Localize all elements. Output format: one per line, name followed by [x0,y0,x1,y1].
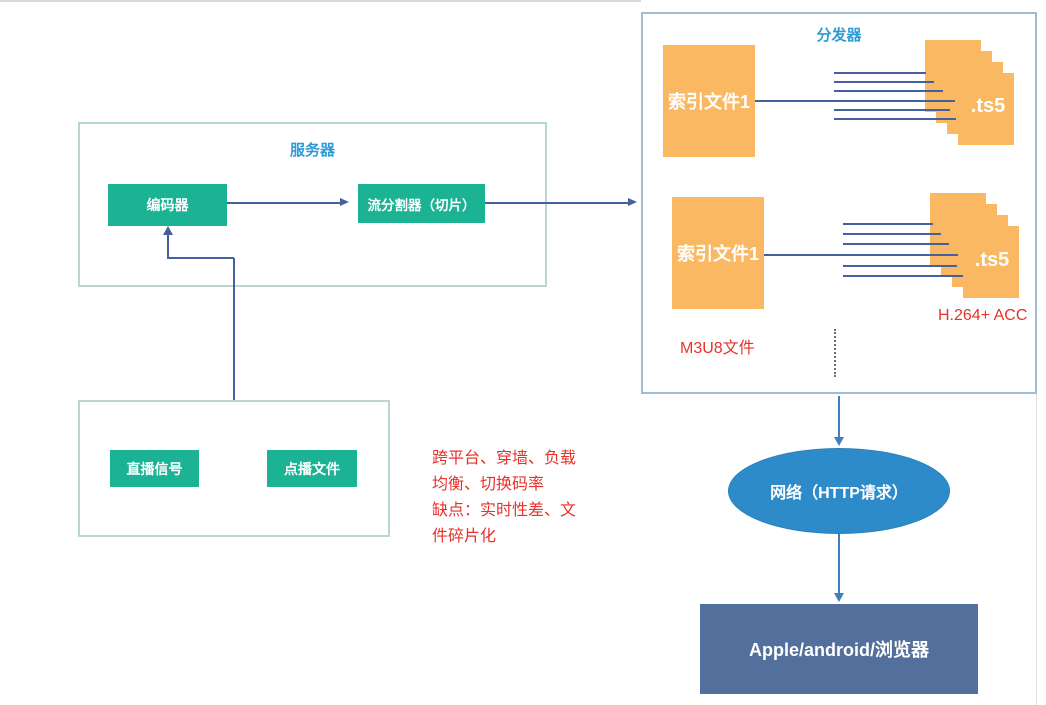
vod-file-node: 点播文件 [267,450,357,487]
notes-annotation: 跨平台、穿墙、负载 均衡、切换码率 缺点：实时性差、文 件碎片化 [432,446,607,550]
notes-line-2: 均衡、切换码率 [432,476,545,493]
arrow-network-to-client-head [834,593,844,602]
live-signal-node: 直播信号 [110,450,199,487]
splitter-label: 流分割器（切片） [367,197,476,213]
segment-line [834,72,926,74]
arrow-encoder-to-splitter-line [227,202,341,204]
codec-label: H.264+ ACC [938,307,1028,324]
arrow-source-to-encoder-vseg [233,258,235,400]
client-node: Apple/android/浏览器 [700,604,978,694]
ts-stack-label-1: .ts5 [970,95,1006,117]
page-rule-right [1036,394,1037,705]
arrow-splitter-to-distributor-line [485,202,629,204]
server-group-title: 服务器 [289,142,335,159]
segment-line [843,233,941,235]
encoder-node: 编码器 [108,184,227,226]
notes-line-4: 件碎片化 [432,528,497,545]
arrow-distributor-to-network-line [838,396,840,438]
continuation-dotted-line [834,329,836,377]
arrow-source-to-encoder-head [163,226,173,235]
live-signal-label: 直播信号 [126,460,183,477]
segment-line [764,254,958,256]
client-label: Apple/android/浏览器 [749,640,929,660]
network-label: 网络（HTTP请求） [770,485,908,502]
ts-stack-label-2: .ts5 [974,249,1010,271]
arrow-distributor-to-network-head [834,437,844,446]
segment-line [834,81,934,83]
segment-line [834,90,943,92]
segment-line [843,265,957,267]
index-file-node-2: 索引文件1 [672,197,764,309]
page-rule-top [0,0,641,2]
distributor-group-title: 分发器 [816,27,862,44]
m3u8-label: M3U8文件 [680,340,755,357]
ts-page [958,73,1014,145]
segment-line [843,275,963,277]
notes-line-3: 缺点：实时性差、文 [432,502,577,519]
encoder-label: 编码器 [146,197,189,213]
vod-file-label: 点播文件 [284,460,340,477]
network-ellipse: 网络（HTTP请求） [728,448,950,534]
segment-line [834,118,956,120]
index-file-label-2: 索引文件1 [676,244,759,264]
arrow-encoder-to-splitter-head [340,198,349,206]
segment-line [843,223,933,225]
arrow-splitter-to-distributor-head [628,198,637,206]
arrow-source-to-encoder-hseg [167,257,234,259]
segment-line [834,109,950,111]
segment-line [755,100,955,102]
notes-line-1: 跨平台、穿墙、负载 [432,450,577,467]
ts-page [963,226,1019,298]
index-file-node-1: 索引文件1 [663,45,755,157]
index-file-label-1: 索引文件1 [667,92,750,112]
arrow-source-to-encoder-vseg2 [167,234,169,258]
splitter-node: 流分割器（切片） [358,184,485,223]
segment-line [843,243,949,245]
arrow-network-to-client-line [838,534,840,594]
